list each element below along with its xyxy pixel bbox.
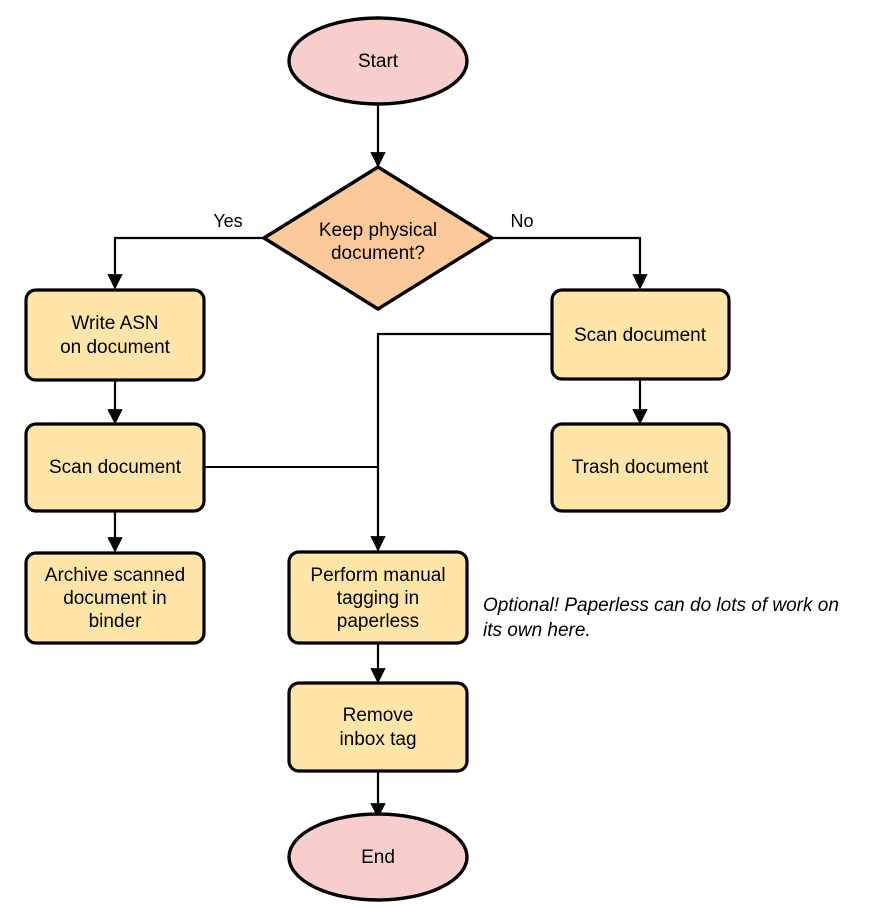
node-write-asn-label-line1: Write ASN (71, 313, 158, 334)
node-scan-document-left-label: Scan document (49, 457, 182, 478)
node-start[interactable]: Start (287, 16, 469, 106)
node-archive-label-line2: document in (63, 588, 167, 609)
node-scan-document-right[interactable]: Scan document (550, 288, 731, 381)
edge-decision-yes-to-write-asn (107, 236, 264, 290)
node-decision-keep-physical-document[interactable]: Keep physical document? (262, 165, 494, 311)
node-remove-inbox-tag[interactable]: Remove inbox tag (287, 681, 469, 773)
edge-label-yes: Yes (213, 211, 242, 231)
node-perform-manual-tagging[interactable]: Perform manual tagging in paperless (287, 550, 469, 645)
node-write-asn-label-line2: on document (60, 337, 171, 358)
annotation-optional-paperless: Optional! Paperless can do lots of work … (483, 595, 839, 641)
node-tagging-label-line1: Perform manual (310, 565, 445, 586)
annotation-line1: Optional! Paperless can do lots of work … (483, 595, 839, 616)
node-tagging-label-line3: paperless (337, 611, 419, 632)
node-archive-label-line1: Archive scanned (45, 565, 185, 586)
node-write-asn-on-document[interactable]: Write ASN on document (24, 288, 206, 382)
node-trash-document[interactable]: Trash document (550, 422, 731, 513)
node-end-label: End (361, 847, 395, 868)
node-scan-document-right-label: Scan document (574, 325, 707, 346)
edge-scan-right-to-tagging (370, 332, 552, 552)
node-scan-document-left[interactable]: Scan document (24, 422, 206, 513)
node-trash-document-label: Trash document (572, 457, 709, 478)
node-archive-scanned-document[interactable]: Archive scanned document in binder (24, 551, 206, 645)
node-archive-label-line3: binder (89, 611, 142, 632)
node-decision-label-line2: document? (331, 243, 425, 264)
node-end[interactable]: End (287, 812, 469, 902)
annotation-line2: its own here. (483, 620, 591, 641)
edge-label-no: No (510, 211, 533, 231)
node-decision-label-line1: Keep physical (319, 220, 437, 241)
node-remove-inbox-label-line2: inbox tag (339, 729, 416, 750)
edge-decision-no-to-scan-right (492, 236, 648, 290)
node-start-label: Start (358, 51, 399, 72)
node-tagging-label-line2: tagging in (337, 588, 419, 609)
node-remove-inbox-label-line1: Remove (343, 705, 414, 726)
